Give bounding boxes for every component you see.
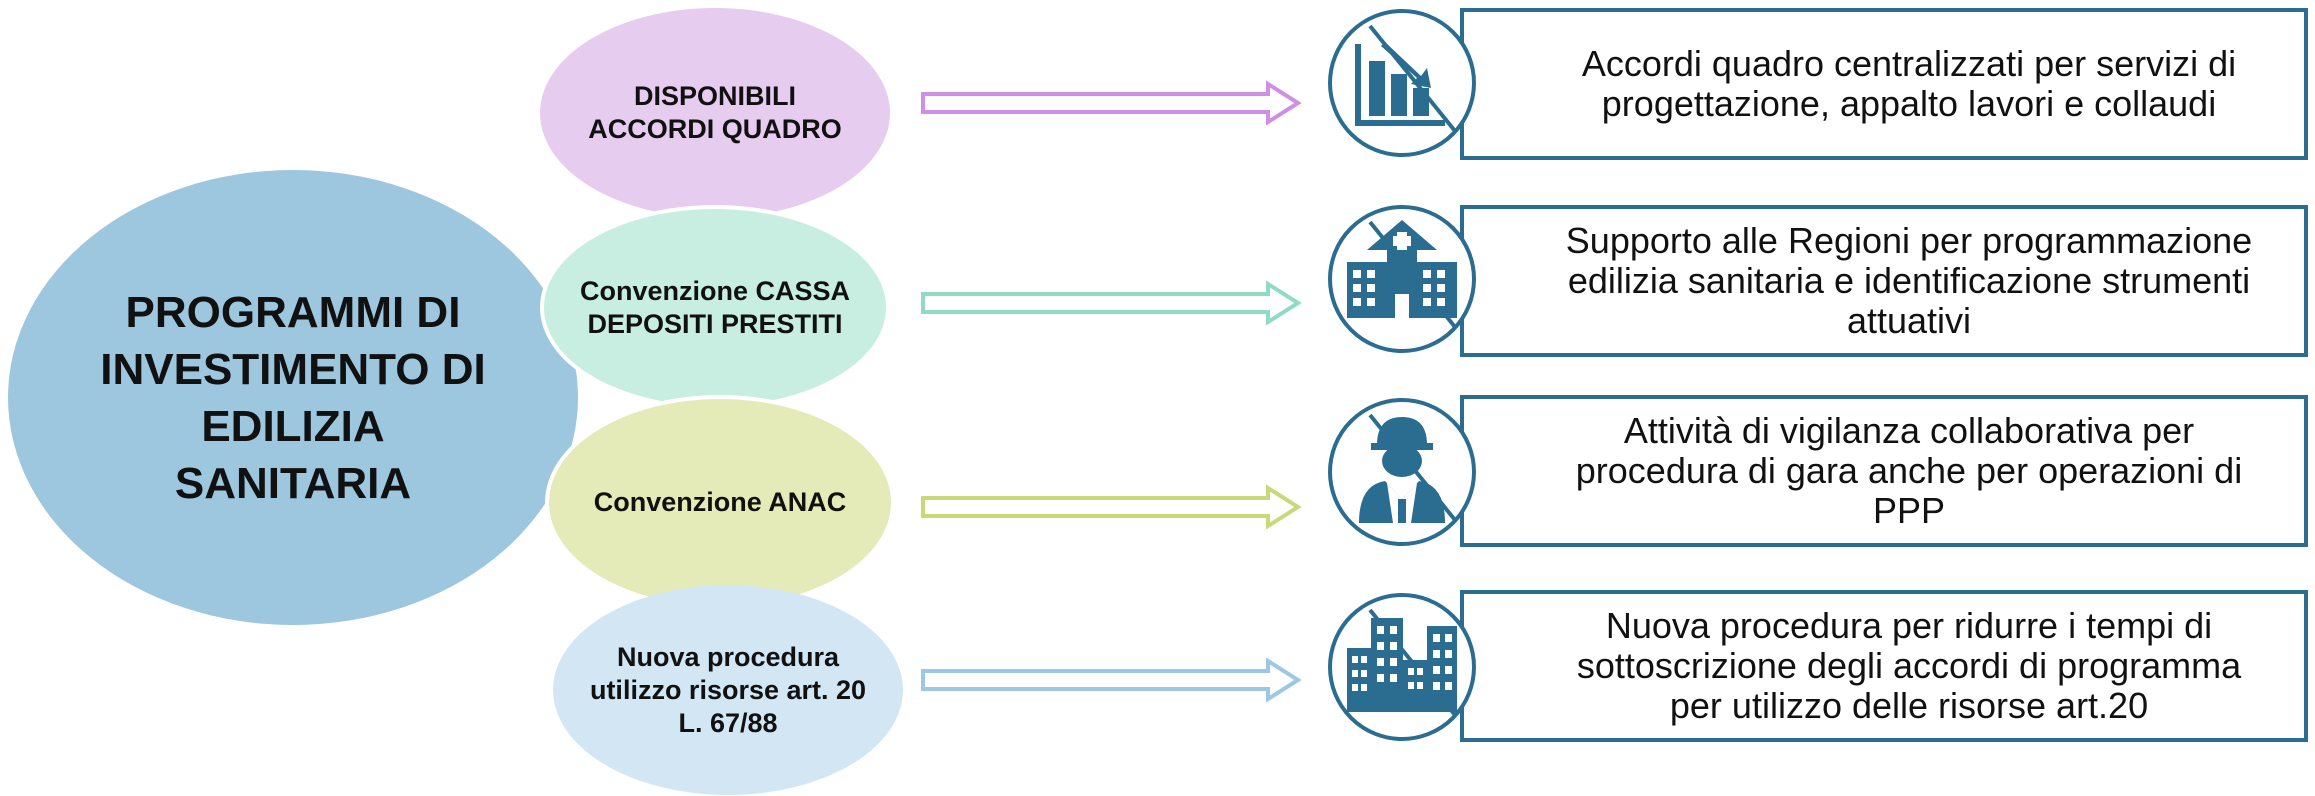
arrow-3 — [921, 484, 1302, 530]
declining-chart-icon — [1325, 6, 1480, 161]
description-text: Nuova procedura per ridurre i tempi di s… — [1576, 605, 2242, 726]
hospital-icon — [1325, 202, 1480, 357]
category-label: Convenzione ANAC — [593, 487, 847, 517]
category-ellipse-accordi-quadro: DISPONIBILI ACCORDI QUADRO — [540, 8, 890, 218]
arrow-1 — [921, 80, 1302, 126]
category-label: Convenzione CASSA DEPOSITI PRESTITI — [579, 275, 851, 339]
worker-icon — [1325, 395, 1480, 550]
description-box-1: Accordi quadro centralizzati per servizi… — [1460, 8, 2308, 160]
arrow-4 — [921, 657, 1302, 703]
arrow-2 — [921, 280, 1302, 326]
buildings-icon — [1325, 590, 1480, 745]
description-text: Supporto alle Regioni per programmazione… — [1565, 220, 2253, 341]
category-ellipse-anac: Convenzione ANAC — [545, 395, 895, 610]
description-box-3: Attività di vigilanza collaborativa per … — [1460, 395, 2308, 547]
description-box-2: Supporto alle Regioni per programmazione… — [1460, 205, 2308, 357]
category-label: DISPONIBILI ACCORDI QUADRO — [588, 81, 842, 144]
category-ellipse-nuova-procedura: Nuova procedura utilizzo risorse art. 20… — [553, 585, 903, 795]
category-ellipse-cassa-depositi: Convenzione CASSA DEPOSITI PRESTITI — [540, 205, 890, 410]
description-text: Attività di vigilanza collaborativa per … — [1575, 410, 2243, 531]
category-label: Nuova procedura utilizzo risorse art. 20… — [589, 641, 867, 738]
description-box-4: Nuova procedura per ridurre i tempi di s… — [1460, 590, 2308, 742]
description-text: Accordi quadro centralizzati per servizi… — [1581, 43, 2237, 124]
main-topic-label: PROGRAMMI DI INVESTIMENTO DI EDILIZIA SA… — [100, 287, 486, 508]
main-topic-ellipse: PROGRAMMI DI INVESTIMENTO DI EDILIZIA SA… — [8, 170, 578, 625]
